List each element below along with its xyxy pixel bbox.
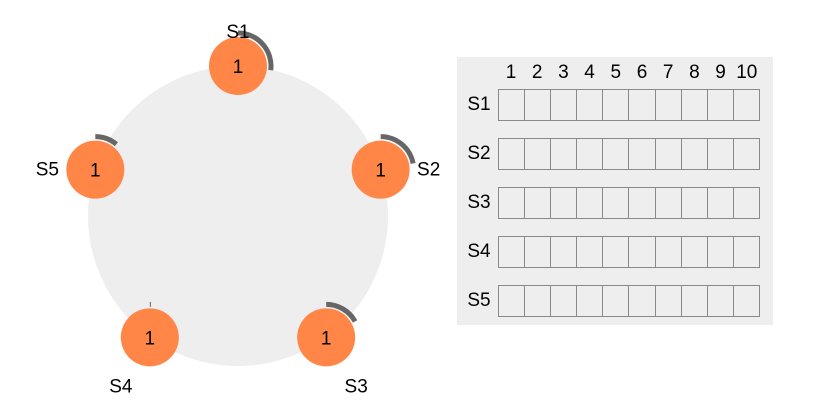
log-index-label: 4 xyxy=(584,62,595,83)
log-entry-slot[interactable] xyxy=(655,89,682,121)
log-entry-slot[interactable] xyxy=(498,236,526,268)
election-timeout-arc xyxy=(95,134,118,147)
log-row-label: S3 xyxy=(467,192,491,213)
log-entry-slot[interactable] xyxy=(603,89,630,121)
log-entry-slot[interactable] xyxy=(551,138,578,170)
log-index-label: 2 xyxy=(531,62,543,83)
server-label: S4 xyxy=(109,376,133,397)
log-row-label: S1 xyxy=(467,94,491,115)
log-entry-slot[interactable] xyxy=(707,285,734,317)
log-entry-slot[interactable] xyxy=(629,138,656,170)
log-entry-slot[interactable] xyxy=(629,236,656,268)
log-index-label: 5 xyxy=(610,62,622,83)
log-row-label: S2 xyxy=(467,143,491,164)
log-entry-slot[interactable] xyxy=(603,285,630,317)
log-entry-slot[interactable] xyxy=(681,236,708,268)
log-entry-slot[interactable] xyxy=(733,187,760,219)
log-entry-slot[interactable] xyxy=(707,236,734,268)
log-entry-slot[interactable] xyxy=(681,89,708,121)
log-entry-slot[interactable] xyxy=(681,138,708,170)
log-index-label: 8 xyxy=(689,62,700,83)
log-row-s4 xyxy=(498,236,760,268)
server-circle[interactable] xyxy=(120,308,179,367)
log-entry-slot[interactable] xyxy=(603,236,630,268)
log-entry-slot[interactable] xyxy=(629,285,656,317)
log-entry-slot[interactable] xyxy=(733,236,760,268)
server-node-s2[interactable]: 1 S2 xyxy=(351,134,441,199)
log-entry-slot[interactable] xyxy=(733,138,760,170)
log-entry-slot[interactable] xyxy=(525,236,552,268)
log-entry-slot[interactable] xyxy=(551,285,578,317)
log-entry-slot[interactable] xyxy=(629,187,656,219)
log-entry-slot[interactable] xyxy=(577,236,604,268)
log-index-label: 10 xyxy=(736,62,758,83)
log-entry-slot[interactable] xyxy=(498,285,526,317)
log-entry-slot[interactable] xyxy=(525,89,552,121)
log-row-label: S4 xyxy=(467,241,491,262)
server-label: S2 xyxy=(417,160,440,181)
log-row-s1 xyxy=(498,89,760,121)
log-entry-slot[interactable] xyxy=(525,138,552,170)
server-term: 1 xyxy=(233,57,244,78)
log-entry-slot[interactable] xyxy=(733,285,760,317)
log-entry-slot[interactable] xyxy=(629,89,656,121)
server-circle[interactable] xyxy=(66,140,125,199)
log-index-label: 6 xyxy=(636,62,648,83)
server-term: 1 xyxy=(375,161,386,182)
server-node-s4[interactable]: 1S4 xyxy=(109,301,179,397)
log-entry-slot[interactable] xyxy=(603,187,630,219)
server-circle[interactable] xyxy=(351,140,410,199)
log-entry-slot[interactable] xyxy=(498,89,526,121)
server-term: 1 xyxy=(321,328,332,349)
server-node-s3[interactable]: 1S3 xyxy=(297,301,368,397)
log-entry-slot[interactable] xyxy=(707,187,734,219)
server-label: S5 xyxy=(36,160,59,181)
log-entry-slot[interactable] xyxy=(525,187,552,219)
server-circle[interactable] xyxy=(209,37,267,95)
log-entry-slot[interactable] xyxy=(551,89,578,121)
log-entry-slot[interactable] xyxy=(551,187,578,219)
log-entry-slot[interactable] xyxy=(603,138,630,170)
server-term: 1 xyxy=(145,328,156,349)
election-timeout-arc xyxy=(326,301,358,323)
cluster-ring xyxy=(88,66,388,366)
server-label: S3 xyxy=(345,376,368,397)
log-index-label: 3 xyxy=(558,62,569,83)
log-entry-slot[interactable] xyxy=(577,187,604,219)
election-timeout-arc xyxy=(380,134,416,165)
log-row-s5 xyxy=(498,285,760,317)
log-entry-slot[interactable] xyxy=(681,285,708,317)
log-entry-slot[interactable] xyxy=(681,187,708,219)
server-node-s5[interactable]: 1 S5 xyxy=(36,134,125,199)
log-index-label: 9 xyxy=(715,62,726,83)
log-entry-slot[interactable] xyxy=(707,89,734,121)
log-entry-slot[interactable] xyxy=(655,285,682,317)
log-entry-slot[interactable] xyxy=(577,138,604,170)
log-entry-slot[interactable] xyxy=(655,236,682,268)
log-index-label: 7 xyxy=(662,62,674,83)
server-term: 1 xyxy=(90,161,101,182)
server-node-s1[interactable]: 1 S1 xyxy=(209,22,274,95)
log-row-s3 xyxy=(498,187,760,219)
log-index-label: 1 xyxy=(505,62,517,83)
log-entry-slot[interactable] xyxy=(655,138,682,170)
log-entry-slot[interactable] xyxy=(733,89,760,121)
log-row-s2 xyxy=(498,138,760,170)
log-entry-slot[interactable] xyxy=(655,187,682,219)
log-entry-slot[interactable] xyxy=(707,138,734,170)
log-entry-slot[interactable] xyxy=(577,89,604,121)
log-entry-slot[interactable] xyxy=(577,285,604,317)
log-entry-slot[interactable] xyxy=(498,187,526,219)
log-row-label: S5 xyxy=(467,290,491,311)
server-circle[interactable] xyxy=(297,308,356,367)
log-entry-slot[interactable] xyxy=(498,138,526,170)
log-entry-slot[interactable] xyxy=(525,285,552,317)
log-entry-slot[interactable] xyxy=(551,236,578,268)
server-label: S1 xyxy=(226,22,249,43)
election-timeout-arc xyxy=(237,30,274,71)
